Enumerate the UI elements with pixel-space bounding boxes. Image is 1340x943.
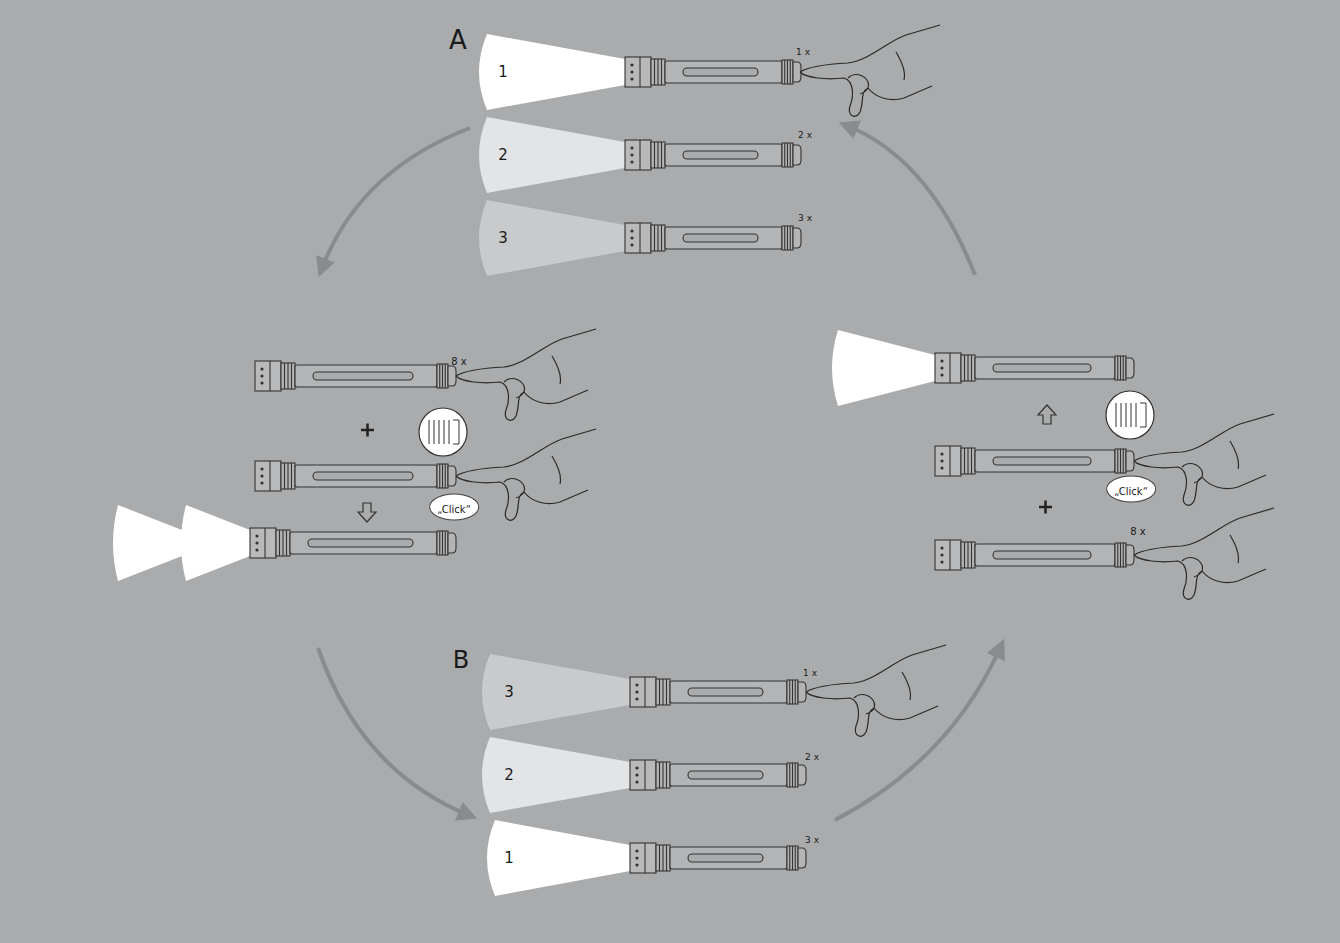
light-beam — [487, 820, 630, 896]
step-arrows — [358, 405, 1056, 522]
callout-label: 3 — [498, 231, 508, 246]
detail-magnifier — [444, 420, 445, 444]
click-text: „Click“ — [437, 504, 471, 515]
detail-magnifier — [1136, 403, 1137, 427]
flashlight — [255, 361, 456, 391]
light-beam — [482, 654, 630, 730]
callout-label: 2 x — [805, 753, 819, 762]
flashlight — [630, 677, 806, 707]
flashlight — [250, 528, 456, 558]
flashlight — [935, 446, 1134, 476]
detail-magnifier — [419, 408, 467, 456]
callout-label: 8 x — [1130, 527, 1145, 537]
flashlight — [625, 140, 801, 170]
flashlight — [625, 223, 801, 253]
callout-label: 8 x — [451, 357, 466, 367]
light-beam — [479, 34, 625, 110]
detail-magnifier — [1121, 403, 1122, 427]
callout-label: B — [453, 648, 469, 672]
detail-magnifier — [429, 420, 430, 444]
click-bubble: „Click“ — [1106, 476, 1156, 503]
flashlight — [625, 57, 801, 87]
detail-magnifier — [1106, 391, 1154, 439]
click-text: „Click“ — [1114, 486, 1148, 497]
detail-magnifier — [1131, 403, 1132, 427]
detail-magnifier — [1140, 403, 1146, 427]
light-beam — [479, 200, 625, 276]
callout-label: 1 — [498, 65, 508, 80]
detail-magnifier — [449, 420, 450, 444]
callout-label: A — [449, 27, 467, 53]
hand — [456, 329, 596, 420]
flashlight — [630, 843, 806, 873]
light-beam — [479, 117, 625, 193]
callout-label: 2 — [504, 768, 514, 783]
flashlight — [630, 760, 806, 790]
callout-label: 2 x — [798, 131, 812, 140]
light-beam — [113, 505, 182, 581]
callout-label: 1 x — [803, 669, 817, 678]
callout-label: 1 x — [796, 48, 810, 57]
callout-label: 1 — [504, 851, 514, 866]
detail-magnifier — [1116, 403, 1117, 427]
hand — [800, 25, 940, 116]
detail-magnifier — [453, 420, 459, 444]
callout-label: 3 x — [798, 214, 812, 223]
flashlight — [935, 353, 1134, 383]
hand — [1134, 508, 1274, 599]
light-beam — [181, 505, 250, 581]
light-beam — [482, 737, 630, 813]
callout-label: 3 — [504, 685, 514, 700]
click-bubble: „Click“ — [429, 494, 479, 521]
hand — [806, 645, 946, 736]
callout-label: 2 — [498, 148, 508, 163]
detail-magnifier — [1126, 403, 1127, 427]
flashlight — [935, 540, 1134, 570]
flashlight — [255, 461, 456, 491]
detail-magnifier — [439, 420, 440, 444]
detail-magnifier — [434, 420, 435, 444]
callout-label: 3 x — [805, 836, 819, 845]
light-beam — [832, 330, 935, 406]
